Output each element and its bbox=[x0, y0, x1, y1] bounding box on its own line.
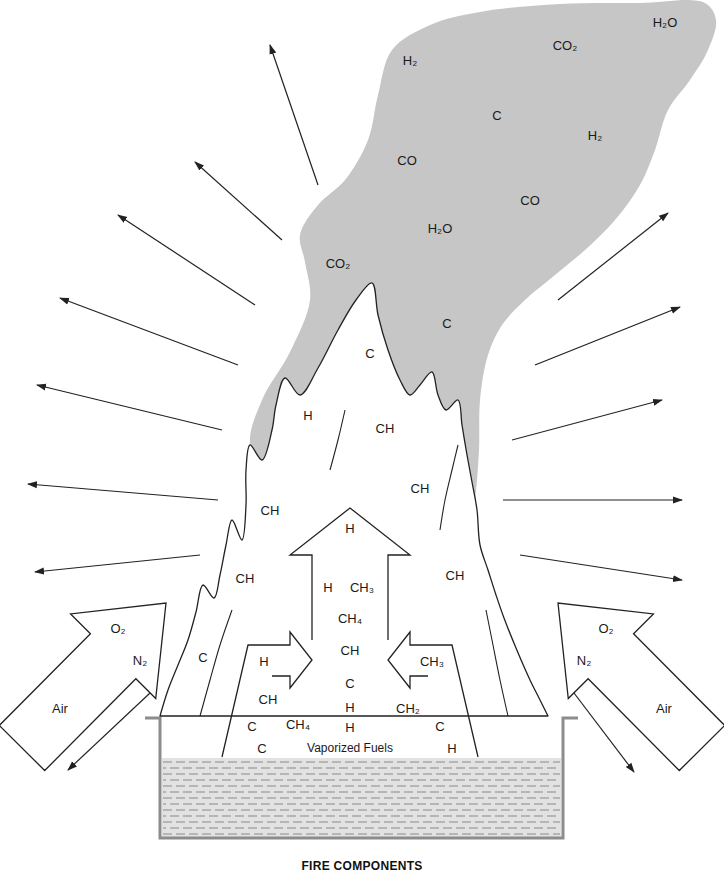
air-inflow-arrow: O₂ N₂ Air bbox=[549, 595, 724, 775]
chemical-label: H₂O bbox=[428, 222, 453, 235]
figure-title: FIRE COMPONENTS bbox=[301, 859, 422, 873]
chemical-label: CO bbox=[520, 194, 540, 207]
hatch-line bbox=[163, 810, 560, 811]
chemical-label: H bbox=[259, 655, 268, 668]
chemical-label: O₂ bbox=[110, 622, 125, 635]
outline-group bbox=[222, 508, 478, 757]
heat-arrow bbox=[520, 555, 682, 580]
chemical-label: CO bbox=[397, 154, 417, 167]
chemical-label: C bbox=[492, 109, 501, 122]
heat-arrow bbox=[195, 162, 282, 240]
chemical-label: H₂O bbox=[653, 16, 678, 29]
hatch-line bbox=[163, 774, 560, 775]
chemical-label: H₂ bbox=[403, 54, 417, 67]
chemical-label: C bbox=[257, 742, 266, 755]
air-arrow-shape bbox=[0, 603, 166, 771]
air-arrow-shape bbox=[558, 603, 724, 771]
hatch-line bbox=[163, 798, 560, 799]
hatch-line bbox=[163, 828, 560, 829]
chemical-label: H bbox=[447, 742, 456, 755]
heat-arrow bbox=[35, 555, 200, 572]
chemical-label: CH bbox=[446, 569, 465, 582]
outline-group bbox=[558, 603, 724, 771]
hatch-line bbox=[163, 792, 560, 793]
air-inflow-arrow: O₂ N₂ Air bbox=[0, 595, 175, 775]
chemical-label: CH bbox=[341, 644, 360, 657]
hatch-line bbox=[163, 804, 560, 805]
heat-arrow bbox=[503, 499, 682, 500]
vapor-arrow bbox=[222, 632, 312, 757]
chemical-label: CH₄ bbox=[338, 612, 362, 625]
chemical-label: Air bbox=[656, 702, 672, 715]
flame-tongue-line bbox=[486, 610, 508, 716]
chemical-label: H bbox=[345, 701, 354, 714]
chemical-label: CH bbox=[261, 504, 280, 517]
hatch-line bbox=[163, 762, 560, 763]
chemical-label: H bbox=[345, 522, 354, 535]
heat-arrow bbox=[37, 385, 222, 430]
hatch-line bbox=[163, 768, 560, 769]
chemical-label: Vaporized Fuels bbox=[307, 742, 393, 754]
chemical-label: CH₂ bbox=[396, 702, 420, 715]
heat-arrow bbox=[535, 307, 680, 365]
node-outline bbox=[549, 595, 724, 775]
chemical-label: CH₃ bbox=[350, 581, 374, 594]
liquid-fuel bbox=[162, 758, 561, 837]
outline-group bbox=[160, 283, 548, 716]
flame-tongue-line bbox=[330, 410, 345, 470]
chemical-label: CH bbox=[376, 422, 395, 435]
heat-arrow bbox=[118, 215, 255, 305]
chemical-label: C bbox=[198, 651, 207, 664]
chemical-label: CH bbox=[236, 572, 255, 585]
heat-arrow bbox=[60, 298, 238, 365]
chemical-label: CO₂ bbox=[326, 257, 351, 270]
heat-arrow bbox=[512, 400, 662, 440]
chemical-label: Air bbox=[52, 702, 68, 715]
chemical-label: C bbox=[365, 347, 374, 360]
outline-group bbox=[0, 603, 166, 771]
chemical-label: H bbox=[303, 409, 312, 422]
vapor-arrow bbox=[290, 508, 410, 640]
chemical-label: CH₃ bbox=[420, 655, 444, 668]
vapor-arrow bbox=[388, 632, 478, 757]
hatch-line bbox=[163, 834, 560, 835]
fuel-pool bbox=[145, 718, 578, 838]
hatch-line bbox=[163, 786, 560, 787]
hatch-line bbox=[163, 780, 560, 781]
heat-arrow bbox=[28, 484, 218, 500]
flame-tongue-line bbox=[440, 445, 458, 530]
chemical-label: C bbox=[435, 720, 444, 733]
chemical-label: O₂ bbox=[598, 622, 613, 635]
vaporized-fuel-arrows: HHCH₃CH₄CHHCH₃CCHCH₂HCCH₄CHCVaporized Fu… bbox=[210, 500, 490, 762]
chemical-label: C bbox=[442, 317, 451, 330]
pool-container bbox=[145, 718, 578, 838]
chemical-label: C bbox=[247, 720, 256, 733]
heat-arrow bbox=[270, 45, 318, 185]
chemical-label: H bbox=[345, 721, 354, 734]
flame-outline bbox=[160, 283, 548, 716]
hatch-line bbox=[163, 822, 560, 823]
chemical-label: N₂ bbox=[133, 654, 147, 667]
hatch-line bbox=[163, 816, 560, 817]
chemical-label: CH₄ bbox=[286, 718, 310, 731]
chemical-label: N₂ bbox=[577, 654, 591, 667]
chemical-label: CH bbox=[411, 482, 430, 495]
chemical-label: H bbox=[323, 581, 332, 594]
chemical-label: C bbox=[345, 677, 354, 690]
liquid-hatching bbox=[163, 762, 560, 834]
chemical-label: CO₂ bbox=[553, 39, 578, 52]
chemical-label: H₂ bbox=[588, 129, 602, 142]
node-outline bbox=[0, 595, 175, 775]
chemical-label: CH bbox=[259, 693, 278, 706]
